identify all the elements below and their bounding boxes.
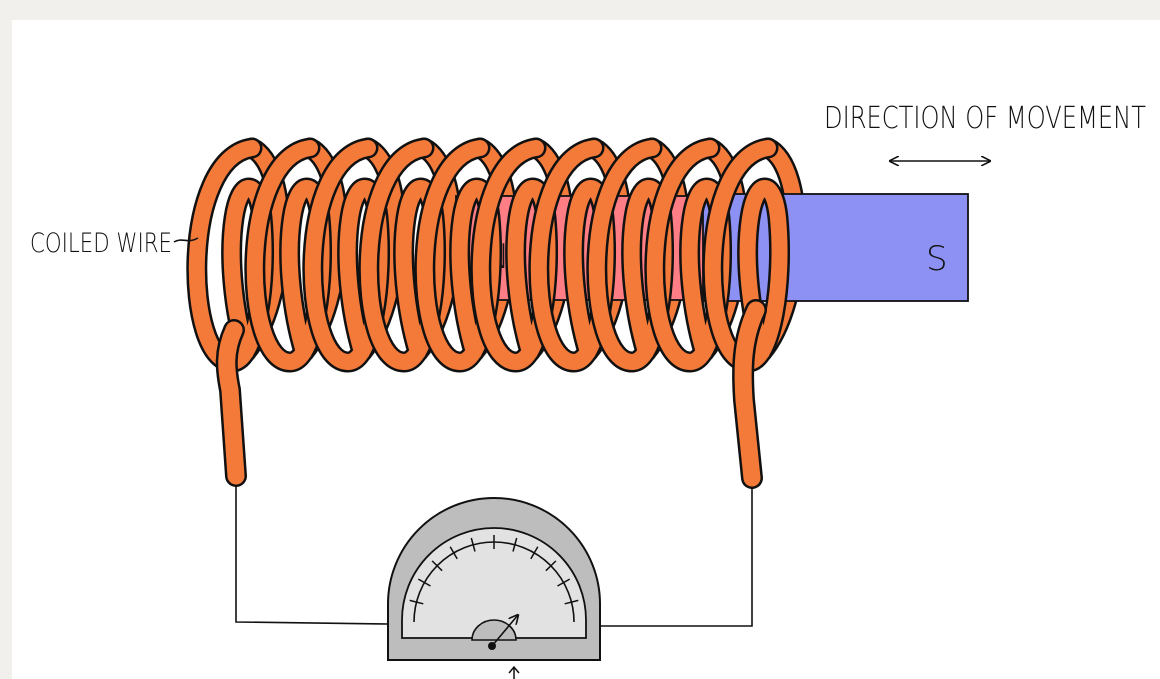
meter-tick [470,537,476,552]
coil-label-text: COILED WIRE [30,228,172,259]
meter-tick [417,578,431,587]
coil-lead-wires [215,299,767,489]
needle-arrow-icon [491,615,518,647]
coil-loop-front [704,140,788,371]
meter-tick [431,560,443,572]
meter-tick [449,546,458,560]
coil-front-strands [186,137,790,373]
south-pole-label: S [926,239,948,279]
galvanometer-icon [387,497,601,679]
meter-tick [545,560,557,572]
coil-label: COILED WIRE [30,228,199,259]
needle-pivot [488,642,496,650]
circuit-wire [235,478,753,627]
meter-tick [512,537,518,552]
meter-bottom-arrow [508,665,520,679]
meter-pivot-cover [471,619,517,641]
direction-label: DIRECTION OF MOVEMENT [824,101,1146,136]
meter-tick [530,546,539,560]
meter-scale-ticks [409,535,579,605]
meter-tick [409,599,424,605]
direction-label-group: DIRECTION OF MOVEMENT [824,101,1146,161]
meter-tick [557,578,571,587]
coil-label-pointer [173,237,199,243]
meter-tick [564,599,579,605]
